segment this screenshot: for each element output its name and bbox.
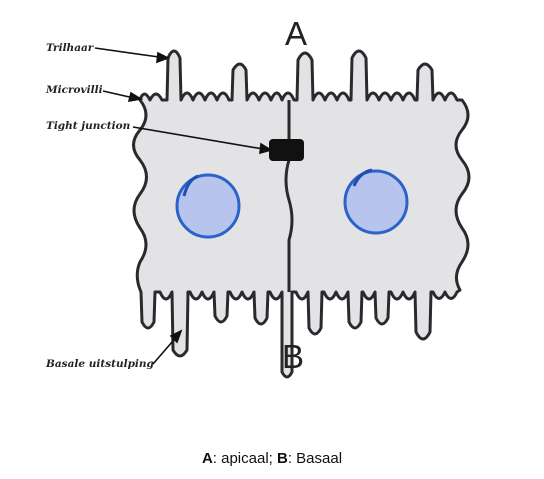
label-microvilli: Microvilli	[45, 84, 103, 96]
label-apical-letter: A	[285, 15, 307, 52]
nucleus-right-highlight	[352, 168, 373, 187]
label-basale-uitstulping: Basale uitstulping	[45, 358, 154, 370]
nucleus-right	[343, 169, 409, 235]
caption-a-text: : apicaal;	[212, 450, 277, 467]
label-basal-letter: B	[282, 338, 304, 375]
label-trilhaar: Trilhaar	[46, 42, 95, 54]
tight-junction-arrowhead	[259, 142, 274, 155]
epithelial-cell-diagram: Trilhaar Microvilli Tight junction Basal…	[45, 15, 471, 379]
nucleus-left	[175, 173, 241, 239]
epithelial-cells	[132, 49, 471, 379]
trilhaar-pointer	[94, 47, 167, 59]
pointer-lines	[94, 47, 274, 365]
caption-b-text: : Basaal	[287, 450, 343, 467]
trilhaar-arrowhead	[156, 51, 171, 64]
figure-caption: A: apicaal; B: Basaal	[0, 450, 544, 467]
tight-junction-mark	[269, 139, 304, 161]
cell-membrane-divider	[284, 100, 294, 292]
caption-b-key: B	[277, 450, 288, 467]
nucleus-left-highlight	[182, 174, 199, 197]
tight-junction-pointer	[132, 126, 270, 151]
basale-arrowhead	[169, 329, 183, 344]
microvilli-arrowhead	[127, 91, 144, 102]
label-tight-junction: Tight junction	[46, 120, 130, 132]
caption-a-key: A	[201, 450, 213, 467]
